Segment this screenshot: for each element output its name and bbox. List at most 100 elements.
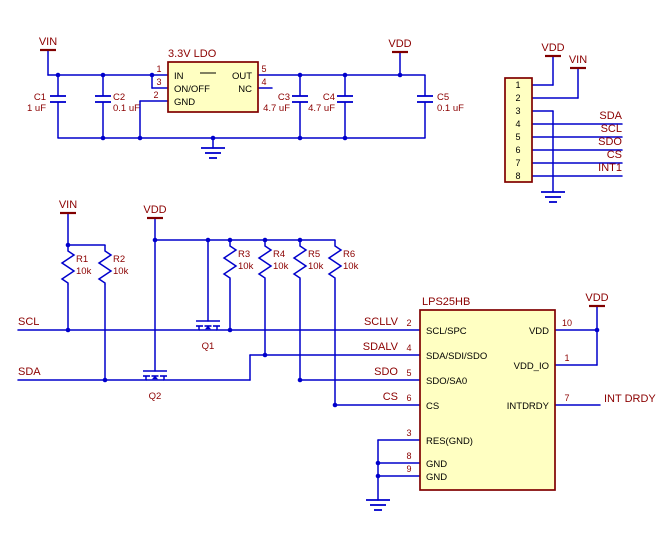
regulator-pin-in: IN: [174, 71, 184, 82]
res-ref-r2: R2: [113, 254, 125, 265]
connector-pin-6: 6: [515, 145, 520, 155]
ic-pin-name-sdo-sa0: SDO/SA0: [426, 376, 467, 387]
regulator-title: 3.3V LDO: [168, 48, 217, 60]
regulator-pin-out: OUT: [232, 71, 252, 82]
connector-pin-3: 3: [515, 106, 520, 116]
res-ref-r5: R5: [308, 249, 320, 260]
ic-pin-name-gnd-9: GND: [426, 472, 447, 483]
ic-pin-number-7: 7: [564, 393, 569, 403]
sensor-ic-body: [419, 309, 556, 491]
ic-pin-number-9: 9: [406, 464, 411, 474]
net-label-sdo: SDO: [374, 366, 398, 378]
mosfet-symbol-q1: [195, 320, 221, 331]
mosfet-ref-q2: Q2: [149, 391, 162, 402]
mosfet-symbol-q2: [142, 370, 168, 381]
wires: [17, 49, 623, 501]
ic-pin-name-intdrdy: INTDRDY: [507, 401, 550, 412]
vin-flag-sensor: VIN: [59, 199, 77, 211]
cap-value-c2: 0.1 uF: [113, 103, 140, 114]
regulator-pin-nc: NC: [238, 84, 252, 95]
connector-pin-2: 2: [515, 93, 520, 103]
net-label-scl-connector: SCL: [601, 123, 622, 135]
res-ref-r3: R3: [238, 249, 250, 260]
capacitor-symbol-c5: [416, 74, 434, 139]
connector-pin-4: 4: [515, 119, 520, 129]
ic-pin-name-sda-sdi-sdo: SDA/SDI/SDO: [426, 351, 487, 362]
ground-symbol-connector: [540, 191, 566, 203]
ic-pin-number-6: 6: [406, 393, 411, 403]
ic-pin-number-4: 4: [406, 343, 411, 353]
resistor-symbol-r5: [293, 239, 307, 281]
cap-ref-c1: C1: [34, 92, 46, 103]
vdd-flag-sensor: VDD: [143, 204, 166, 216]
res-ref-r4: R4: [273, 249, 285, 260]
net-label-cs-connector: CS: [607, 149, 622, 161]
cap-value-c3: 4.7 uF: [263, 103, 290, 114]
regulator-pin-number-4: 4: [261, 77, 266, 87]
net-label-cs: CS: [383, 391, 398, 403]
ic-pin-number-10: 10: [562, 318, 572, 328]
net-label-int1-connector: INT1: [598, 162, 622, 174]
connector-pin-7: 7: [515, 158, 520, 168]
net-label-scllv: SCLLV: [364, 316, 399, 328]
ic-pin-name-vdd: VDD: [529, 326, 549, 337]
res-ref-r6: R6: [343, 249, 355, 260]
junction-dots: [55, 72, 600, 479]
res-value-r6: 10k: [343, 261, 359, 272]
vdd-flag-ic: VDD: [585, 292, 608, 304]
net-label-int-drdy: INT DRDY: [604, 393, 656, 405]
connector-pin-8: 8: [515, 171, 520, 181]
resistor-symbol-r1: [61, 244, 75, 286]
connector-pin-1: 1: [515, 80, 520, 90]
resistor-symbol-r3: [223, 239, 237, 281]
cap-value-c5: 0.1 uF: [437, 103, 464, 114]
ground-symbol-ic: [365, 499, 391, 511]
res-value-r2: 10k: [113, 266, 129, 277]
mosfet-ref-q1: Q1: [202, 341, 215, 352]
ic-pin-number-5: 5: [406, 368, 411, 378]
resistor-symbol-r2: [98, 244, 112, 286]
regulator-pin-gnd: GND: [174, 97, 195, 108]
regulator-pin-onoff: ON/OFF: [174, 84, 210, 95]
cap-value-c4: 4.7 uF: [308, 103, 335, 114]
regulator-pin-number-5: 5: [261, 64, 266, 74]
capacitor-symbol-c2: [94, 74, 112, 139]
capacitor-symbol-c1: [49, 74, 67, 139]
ic-pin-name-vdd-io: VDD_IO: [514, 361, 549, 372]
cap-ref-c3: C3: [278, 92, 290, 103]
ic-pin-number-1: 1: [564, 353, 569, 363]
ic-pin-name-gnd-8: GND: [426, 459, 447, 470]
vdd-flag-ldo: VDD: [388, 38, 411, 50]
connector-body: [504, 77, 533, 183]
vin-flag-connector: VIN: [569, 54, 587, 66]
capacitor-symbol-c4: [336, 74, 354, 139]
ic-pin-name-res-gnd: RES(GND): [426, 436, 473, 447]
cap-value-c1: 1 uF: [27, 103, 46, 114]
net-label-sda: SDA: [18, 366, 41, 378]
ic-pin-name-cs: CS: [426, 401, 439, 412]
sensor-ic-title: LPS25HB: [422, 296, 470, 308]
connector-pin-5: 5: [515, 132, 520, 142]
net-label-sdalv: SDALV: [363, 341, 399, 353]
cap-ref-c4: C4: [323, 92, 335, 103]
ground-symbol-ldo: [200, 147, 226, 159]
cap-ref-c2: C2: [113, 92, 125, 103]
res-value-r4: 10k: [273, 261, 289, 272]
ic-pin-name-scl-spc: SCL/SPC: [426, 326, 467, 337]
ic-pin-number-8: 8: [406, 451, 411, 461]
vin-flag-ldo: VIN: [39, 36, 57, 48]
res-value-r5: 10k: [308, 261, 324, 272]
regulator-pin-number-3: 3: [156, 77, 161, 87]
regulator-pin-number-1: 1: [156, 64, 161, 74]
net-label-sdo-connector: SDO: [598, 136, 622, 148]
capacitor-symbol-c3: [291, 74, 309, 139]
net-label-scl: SCL: [18, 316, 39, 328]
regulator-body: [167, 61, 259, 113]
res-value-r3: 10k: [238, 261, 254, 272]
cap-ref-c5: C5: [437, 92, 449, 103]
res-ref-r1: R1: [76, 254, 88, 265]
resistor-symbol-r6: [328, 239, 342, 281]
resistor-symbol-r4: [258, 239, 272, 281]
